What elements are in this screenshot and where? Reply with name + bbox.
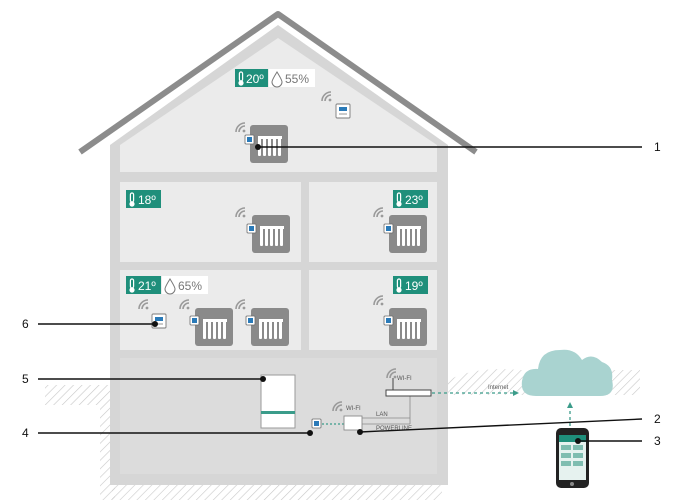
router-wifi-label: WI-FI — [397, 376, 412, 382]
cloud-phone-arrowhead — [567, 402, 573, 408]
thermostat-icon — [335, 103, 351, 119]
attic-humidity-badge: 55% — [269, 69, 315, 88]
attic-humidity: 55% — [285, 72, 309, 86]
upper-left-temperature: 18º — [138, 193, 156, 207]
radiator-icon — [250, 125, 288, 163]
svg-text:1: 1 — [654, 140, 661, 154]
radiator-icon — [389, 215, 427, 253]
internet-arrowhead — [513, 390, 519, 396]
upper-right-temperature: 23º — [405, 193, 423, 207]
room-attic — [120, 38, 437, 172]
internet-label: Internet — [488, 385, 509, 391]
upper-right-temperature-badge: 23º — [393, 190, 428, 208]
gateway-icon — [343, 415, 363, 431]
valve-icon — [383, 315, 394, 326]
router-icon — [385, 378, 432, 397]
svg-text:4: 4 — [22, 426, 29, 440]
lower-right-temperature-badge: 19º — [393, 276, 428, 294]
upper-left-temperature-badge: 18º — [126, 190, 161, 208]
svg-text:3: 3 — [654, 434, 661, 448]
lower-left-humidity-badge: 65% — [162, 276, 208, 295]
lower-left-temperature: 21º — [138, 279, 156, 293]
valve-icon — [246, 223, 257, 234]
valve-icon — [245, 315, 256, 326]
lower-right-temperature: 19º — [405, 279, 423, 293]
droplet-icon — [271, 71, 283, 88]
valve-icon — [383, 223, 394, 234]
callout-6: 6 — [22, 317, 158, 331]
attic-temperature-badge: 20º — [235, 69, 268, 87]
callout-2: 2 — [357, 412, 661, 435]
svg-text:5: 5 — [22, 372, 29, 386]
lan-label: LAN — [376, 412, 388, 418]
powerline-label: POWERLINE — [376, 426, 412, 432]
radiator-icon — [195, 308, 233, 346]
callout-5: 5 — [22, 372, 266, 386]
callout-1: 1 — [255, 140, 661, 154]
svg-text:2: 2 — [654, 412, 661, 426]
lower-left-humidity: 65% — [178, 279, 202, 293]
callout-3: 3 — [575, 434, 661, 448]
valve-icon — [311, 418, 322, 429]
radiator-icon — [252, 215, 290, 253]
cloud-icon — [521, 349, 613, 396]
ground-hatch-bottom — [112, 482, 442, 500]
smartphone-icon — [556, 428, 589, 488]
valve-icon — [189, 315, 200, 326]
callout-4: 4 — [22, 426, 313, 440]
valve-icon — [244, 134, 255, 145]
roof — [78, 11, 478, 155]
svg-text:6: 6 — [22, 317, 29, 331]
lower-left-temperature-badge: 21º — [126, 276, 161, 294]
droplet-icon — [164, 278, 176, 295]
gateway-wifi-label: WI-FI — [346, 406, 361, 412]
radiator-icon — [389, 308, 427, 346]
radiator-icon — [251, 308, 289, 346]
attic-temperature: 20º — [246, 72, 264, 86]
boiler-icon — [260, 374, 296, 429]
ground-hatch-left — [45, 385, 110, 405]
